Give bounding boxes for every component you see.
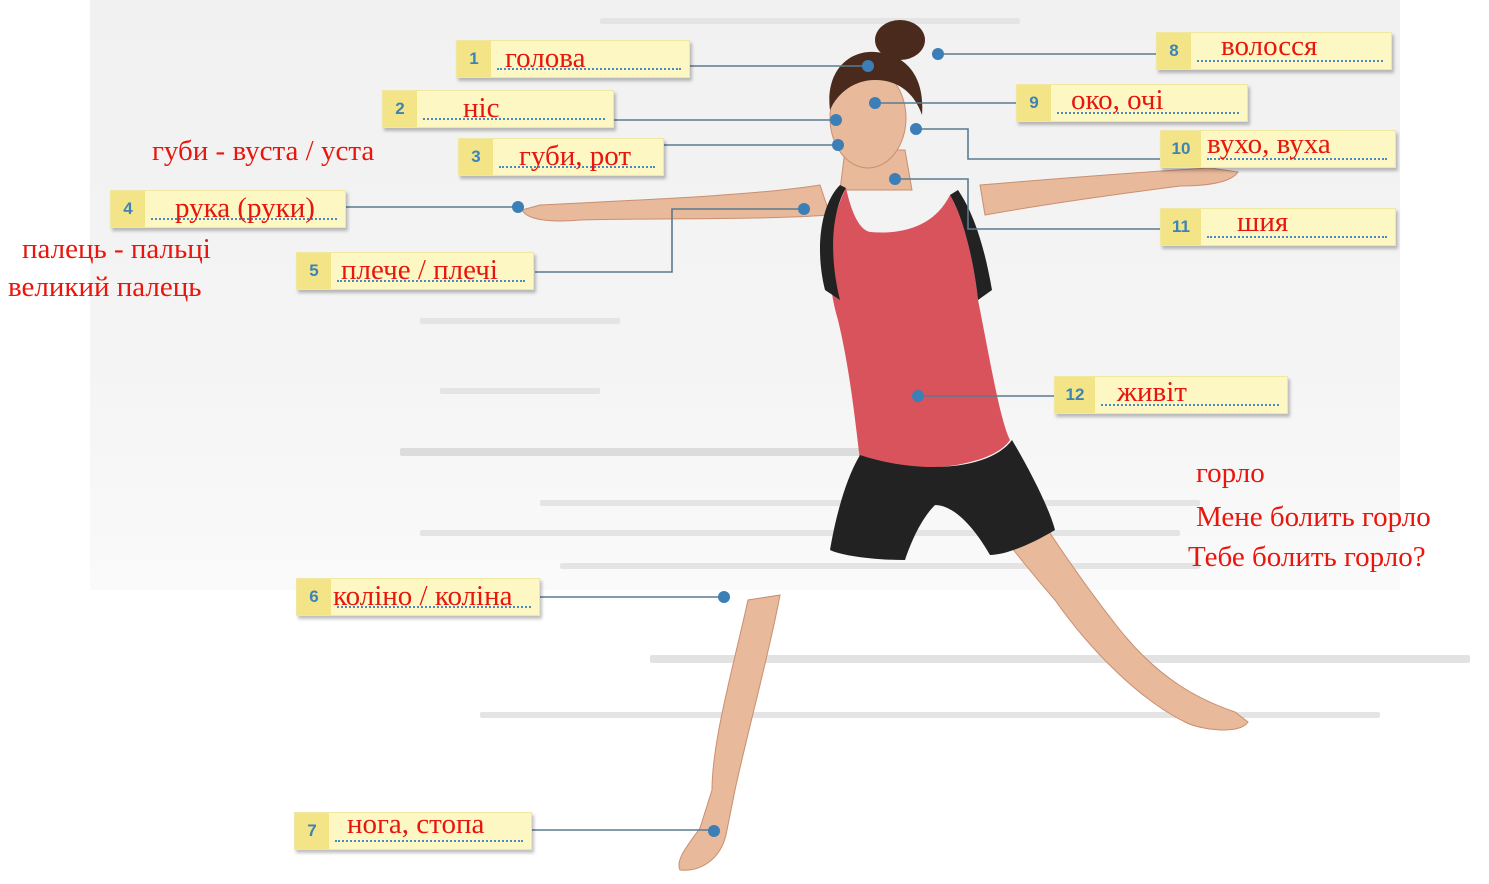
- label-number: 10: [1161, 131, 1201, 167]
- label-number: 4: [111, 191, 145, 227]
- note-fingers-2: великий палець: [8, 270, 202, 304]
- label-number: 9: [1017, 85, 1051, 121]
- label-6: 6 коліно / коліна: [296, 578, 540, 616]
- label-2: 2 ніс: [382, 90, 614, 128]
- note-throat-2: Мене болить горло: [1196, 500, 1431, 534]
- label-word: вухо, вуха: [1207, 125, 1391, 163]
- label-number: 11: [1161, 209, 1201, 245]
- label-number: 5: [297, 253, 331, 289]
- label-word: нога, стопа: [347, 805, 527, 843]
- label-word: губи, рот: [519, 137, 659, 175]
- label-number: 12: [1055, 377, 1095, 413]
- note-throat-3: Тебе болить горло?: [1188, 540, 1426, 574]
- note-throat-1: горло: [1196, 456, 1265, 490]
- label-8: 8 волосся: [1156, 32, 1392, 70]
- label-number: 6: [297, 579, 331, 615]
- label-word: голова: [505, 39, 685, 77]
- label-number: 3: [459, 139, 493, 175]
- label-word: рука (руки): [175, 189, 341, 227]
- label-number: 2: [383, 91, 417, 127]
- note-lips: губи - вуста / уста: [152, 134, 374, 168]
- label-number: 8: [1157, 33, 1191, 69]
- label-word: коліно / коліна: [333, 577, 535, 615]
- label-5: 5 плече / плечі: [296, 252, 534, 290]
- label-12: 12 живіт: [1054, 376, 1288, 414]
- label-number: 7: [295, 813, 329, 849]
- label-4: 4 рука (руки): [110, 190, 346, 228]
- label-9: 9 око, очі: [1016, 84, 1248, 122]
- label-7: 7 нога, стопа: [294, 812, 532, 850]
- label-word: око, очі: [1071, 81, 1243, 119]
- label-1: 1 голова: [456, 40, 690, 78]
- label-word: ніс: [463, 89, 609, 127]
- label-word: волосся: [1221, 27, 1387, 65]
- label-number: 1: [457, 41, 491, 77]
- label-word: плече / плечі: [341, 251, 529, 289]
- label-3: 3 губи, рот: [458, 138, 664, 176]
- label-11: 11 шия: [1160, 208, 1396, 246]
- label-word: живіт: [1117, 373, 1283, 411]
- label-word: шия: [1237, 203, 1391, 241]
- label-10: 10 вухо, вуха: [1160, 130, 1396, 168]
- note-fingers-1: палець - пальці: [22, 232, 211, 266]
